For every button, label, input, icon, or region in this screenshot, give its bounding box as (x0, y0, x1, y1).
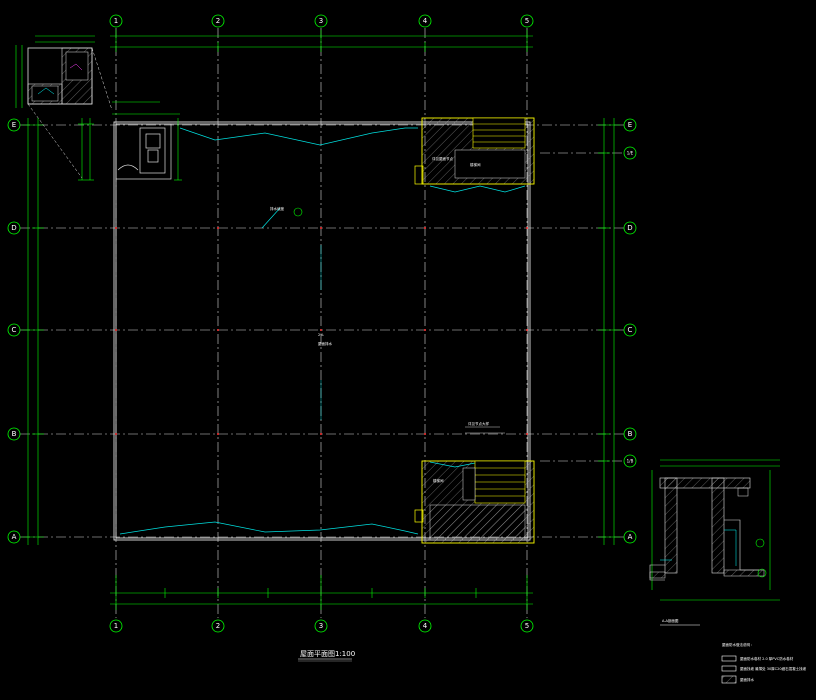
grid-bubble-labels: 1 2 3 4 5 1 2 3 4 5 E D C B A E D C B A … (11, 17, 633, 630)
small-room-dimensions (78, 118, 182, 181)
roof-slope-label-3: 2% (318, 333, 324, 337)
grid-label-row-c-right: C (628, 326, 633, 334)
plan-annotations: 排水坡度 屋面排水 2% 详见屋面节点 (270, 156, 453, 420)
grid-label-row-1b: 1/B (627, 459, 634, 464)
grid-label-col-4: 4 (423, 17, 428, 25)
grid-label-col-1-bottom: 1 (114, 622, 118, 630)
grid-label-col-3: 3 (319, 17, 323, 25)
stair-room-bottom: 楼梯间 详见节点大样 (414, 421, 535, 544)
stair-room-top: 楼梯间 (414, 117, 535, 185)
grid-label-col-5: 5 (525, 17, 529, 25)
legend-block: 屋面防水做法说明 : 屋面防水卷材 2.0 厚PVC防水卷材 屋面找坡 最薄处 … (721, 642, 807, 684)
grid-label-col-4-bottom: 4 (423, 622, 428, 630)
drawing-title-block: 屋面平面图1:100 (298, 650, 355, 662)
grid-label-col-2: 2 (216, 17, 220, 25)
section-detail-aa: A-A剖面图 (649, 459, 780, 626)
grid-label-row-d-right: D (627, 224, 632, 232)
grid-label-row-b-right: B (628, 430, 633, 438)
grid-label-col-3-bottom: 3 (319, 622, 323, 630)
grid-label-row-e: E (12, 121, 16, 129)
grid-label-row-b: B (12, 430, 17, 438)
legend-swatch-3 (721, 675, 737, 684)
note-bottom-label: 详见节点大样 (468, 421, 489, 426)
dimension-lines (22, 30, 620, 610)
legend-title: 屋面防水做法说明 : (722, 642, 752, 647)
legend-item-1: 屋面防水卷材 2.0 厚PVC防水卷材 (740, 656, 794, 661)
legend-swatch-2 (721, 665, 737, 672)
grid-label-col-1: 1 (114, 17, 118, 25)
drawing-title: 屋面平面图1:100 (300, 650, 355, 658)
stair-room-top-label: 楼梯间 (470, 162, 481, 167)
legend-item-2: 屋面找坡 最薄处 30厚C20细石混凝土找坡 (740, 666, 807, 671)
roof-slope-label-2: 屋面排水 (318, 341, 332, 346)
grid-bubbles (7, 14, 637, 633)
column-markers (115, 227, 528, 435)
grid-label-row-a-right: A (628, 533, 633, 541)
small-room-top-left (115, 123, 172, 180)
grid-label-row-a: A (12, 533, 17, 541)
note-top-label: 详见屋面节点 (432, 156, 453, 161)
grid-label-row-c: C (12, 326, 17, 334)
grid-label-col-2-bottom: 2 (216, 622, 220, 630)
stair-room-bottom-label: 楼梯间 (433, 478, 444, 483)
detail-inset-top-left (15, 35, 113, 179)
grid-label-row-d: D (11, 224, 16, 232)
section-title: A-A剖面图 (662, 618, 679, 623)
grid-label-col-5-bottom: 5 (525, 622, 529, 630)
roof-slope-label-1: 排水坡度 (270, 206, 284, 211)
legend-swatch-1 (721, 655, 737, 662)
legend-item-3: 屋面排水 (740, 677, 754, 682)
grid-label-row-1e: 1/E (627, 151, 634, 156)
grid-label-row-e-right: E (628, 121, 632, 129)
